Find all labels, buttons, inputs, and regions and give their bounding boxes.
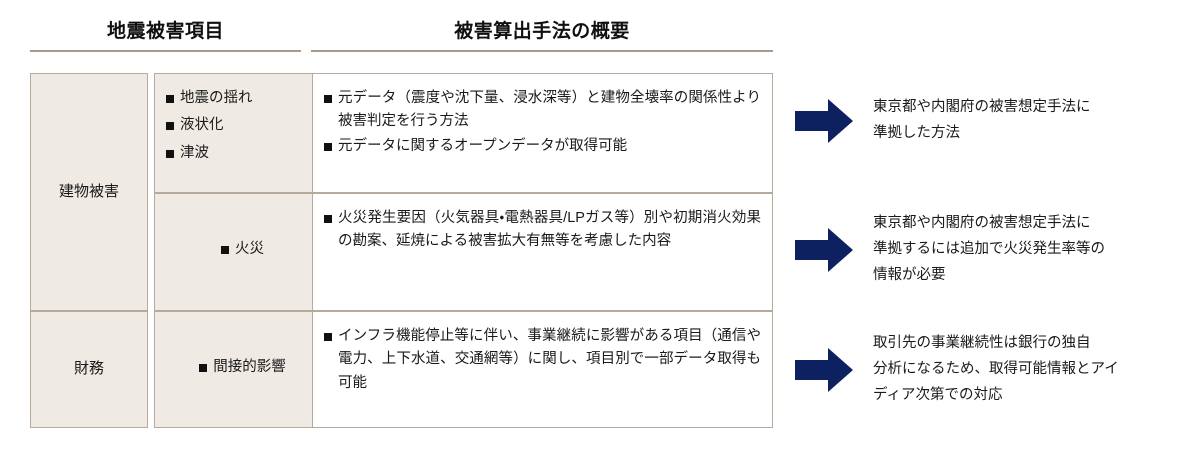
callout-fire: 東京都や内閣府の被害想定手法に 準拠するには追加で火災発生率等の 情報が必要 bbox=[795, 211, 1190, 288]
right-arrow-icon bbox=[795, 347, 853, 392]
list-item: 火災 bbox=[221, 238, 264, 261]
callout-column: 東京都や内閣府の被害想定手法に 準拠した方法 東京都や内閣府の被害想定手法に 準… bbox=[795, 73, 1190, 428]
item-list: 間接的影響 bbox=[199, 356, 286, 383]
callout-building-damage: 東京都や内閣府の被害想定手法に 準拠した方法 bbox=[795, 95, 1190, 147]
description-cell-building-damage: 元データ（震度や沈下量、浸水深等）と建物全壊率の関係性より被害判定を行う方法 元… bbox=[312, 73, 773, 193]
callout-line: 情報が必要 bbox=[873, 266, 946, 283]
list-item: インフラ機能停止等に伴い、事業継続に影響がある項目（通信や電力、上下水道、交通網… bbox=[324, 325, 761, 395]
item-list: 火災 bbox=[221, 238, 264, 265]
header-earthquake-damage-items: 地震被害項目 bbox=[30, 16, 301, 52]
category-label: 建物被害 bbox=[58, 182, 119, 200]
item-list: 地震の揺れ 液状化 津波 bbox=[166, 87, 319, 165]
list-item: 液状化 bbox=[166, 114, 319, 137]
callout-line: 準拠するには追加で火災発生率等の bbox=[873, 240, 1105, 257]
description-list: 火災発生要因（火気器具・電熱器具/LPガス等）別や初期消火効果の勘案、延焼による… bbox=[324, 207, 761, 254]
list-item: 元データ（震度や沈下量、浸水深等）と建物全壊率の関係性より被害判定を行う方法 bbox=[324, 87, 761, 134]
list-item: 地震の揺れ bbox=[166, 87, 319, 110]
category-cell-building-damage: 建物被害 bbox=[30, 73, 148, 311]
list-item: 火災発生要因（火気器具・電熱器具/LPガス等）別や初期消火効果の勘案、延焼による… bbox=[324, 207, 761, 254]
list-item: 津波 bbox=[166, 142, 319, 165]
damage-matrix-table: 建物被害 財務 地震の揺れ 液状化 津波 火災 間接的影響 元データ（震度や沈下… bbox=[30, 73, 773, 428]
description-list: 元データ（震度や沈下量、浸水深等）と建物全壊率の関係性より被害判定を行う方法 元… bbox=[324, 87, 761, 158]
right-arrow-icon bbox=[795, 98, 853, 143]
callout-indirect-impact: 取引先の事業継続性は銀行の独自 分析になるため、取得可能情報とアイ ディア次第で… bbox=[795, 331, 1190, 408]
column-headers: 地震被害項目 被害算出手法の概要 bbox=[0, 16, 1200, 60]
category-cell-finance: 財務 bbox=[30, 311, 148, 428]
callout-line: 東京都や内閣府の被害想定手法に bbox=[873, 215, 1091, 231]
list-item: 元データに関するオープンデータが取得可能 bbox=[324, 135, 761, 158]
right-arrow-icon bbox=[795, 227, 853, 272]
description-cell-fire: 火災発生要因（火気器具・電熱器具/LPガス等）別や初期消火効果の勘案、延焼による… bbox=[312, 193, 773, 311]
description-list: インフラ機能停止等に伴い、事業継続に影響がある項目（通信や電力、上下水道、交通網… bbox=[324, 325, 761, 395]
list-item: 間接的影響 bbox=[199, 356, 286, 379]
callout-line: 準拠した方法 bbox=[873, 124, 960, 141]
callout-text: 東京都や内閣府の被害想定手法に 準拠するには追加で火災発生率等の 情報が必要 bbox=[873, 211, 1105, 288]
callout-text: 取引先の事業継続性は銀行の独自 分析になるため、取得可能情報とアイ ディア次第で… bbox=[873, 331, 1119, 408]
callout-line: ディア次第での対応 bbox=[873, 386, 1003, 403]
callout-line: 東京都や内閣府の被害想定手法に bbox=[873, 99, 1091, 115]
description-cell-indirect-impact: インフラ機能停止等に伴い、事業継続に影響がある項目（通信や電力、上下水道、交通網… bbox=[312, 311, 773, 428]
callout-line: 分析になるため、取得可能情報とアイ bbox=[873, 360, 1119, 377]
item-cell-indirect-impact: 間接的影響 bbox=[154, 311, 331, 428]
item-cell-shaking-liquefaction-tsunami: 地震の揺れ 液状化 津波 bbox=[154, 73, 331, 193]
category-label: 財務 bbox=[73, 360, 104, 378]
callout-line: 取引先の事業継続性は銀行の独自 bbox=[873, 335, 1091, 351]
callout-text: 東京都や内閣府の被害想定手法に 準拠した方法 bbox=[873, 95, 1091, 147]
header-damage-calculation-overview: 被害算出手法の概要 bbox=[311, 16, 773, 52]
item-cell-fire: 火災 bbox=[154, 193, 331, 311]
